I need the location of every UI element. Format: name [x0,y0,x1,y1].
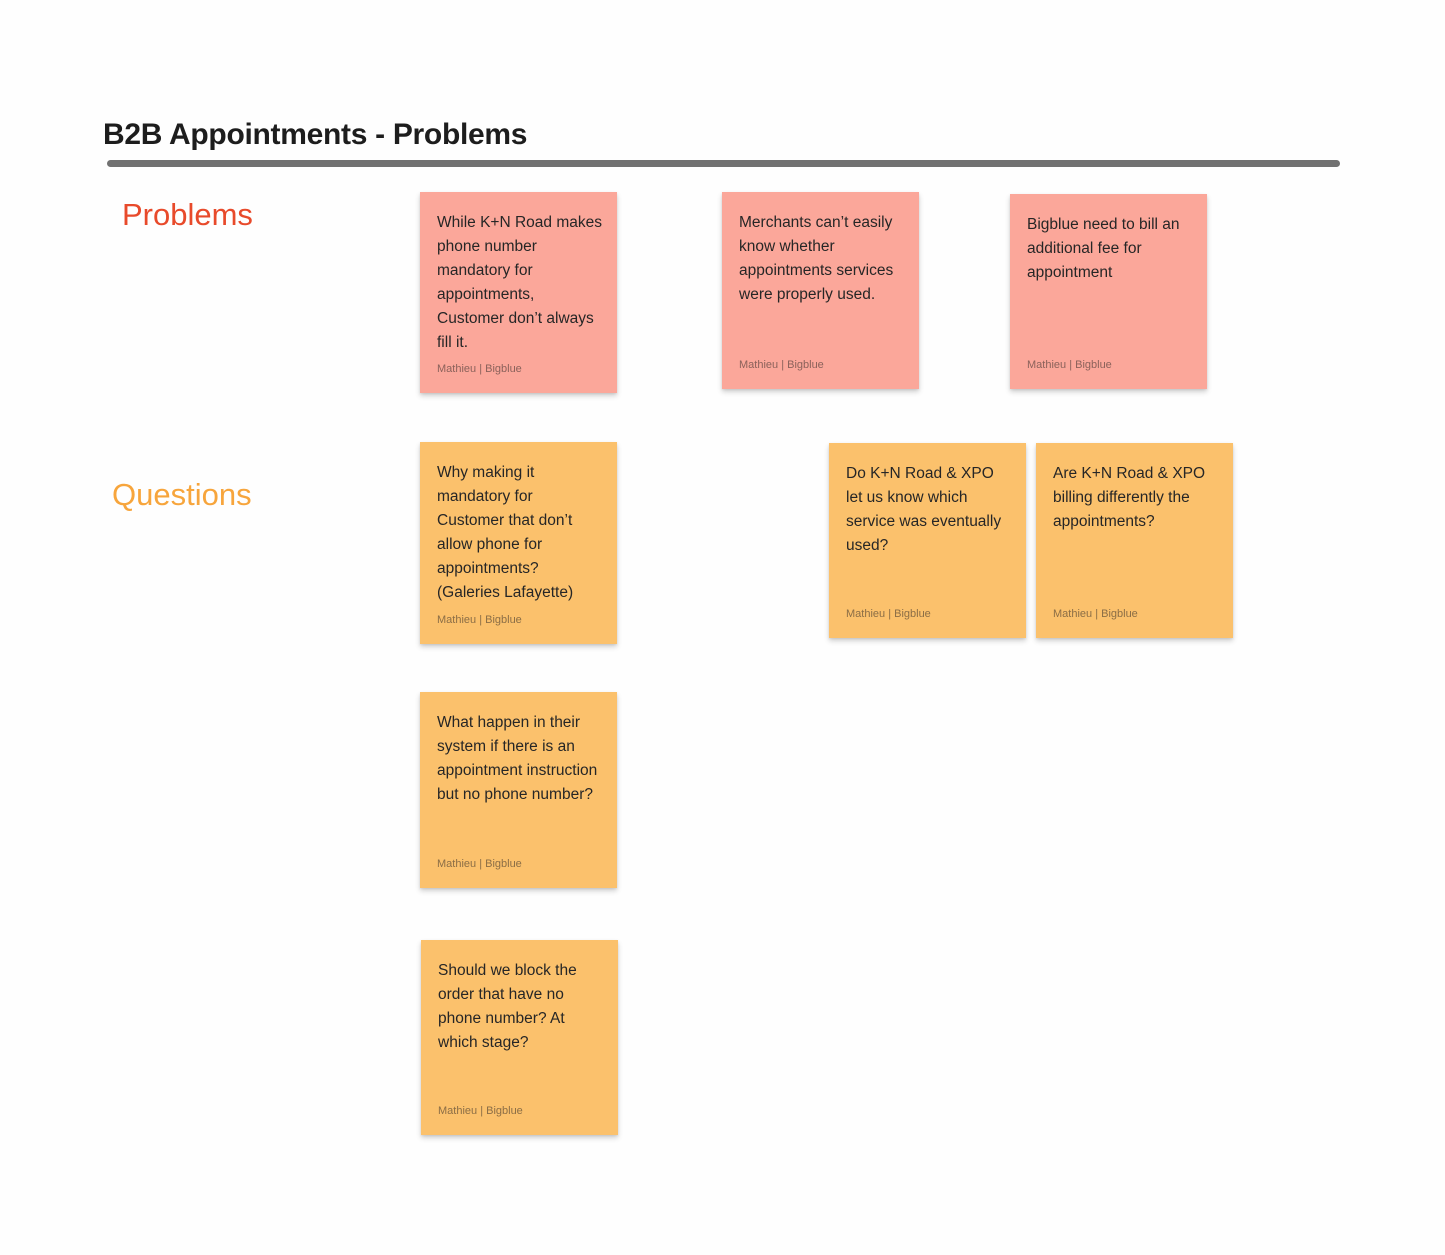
sticky-note-question-1[interactable]: Why making it mandatory for Customer tha… [420,442,617,644]
sticky-note-author: Mathieu | Bigblue [1053,608,1138,620]
section-label-questions: Questions [112,477,252,512]
sticky-note-text: What happen in their system if there is … [437,714,598,803]
sticky-note-question-2[interactable]: Do K+N Road & XPO let us know which serv… [829,443,1026,638]
sticky-note-text: Are K+N Road & XPO billing differently t… [1053,465,1206,530]
section-divider-line [107,160,1340,167]
sticky-note-problem-2[interactable]: Merchants can’t easily know whether appo… [722,192,919,389]
sticky-note-author: Mathieu | Bigblue [1027,359,1112,371]
sticky-note-problem-1[interactable]: While K+N Road makes phone number mandat… [420,192,617,393]
sticky-note-text: Bigblue need to bill an additional fee f… [1027,216,1180,281]
sticky-note-author: Mathieu | Bigblue [437,614,522,626]
sticky-note-author: Mathieu | Bigblue [846,608,931,620]
sticky-note-text: While K+N Road makes phone number mandat… [437,214,602,351]
sticky-note-author: Mathieu | Bigblue [438,1105,523,1117]
sticky-note-author: Mathieu | Bigblue [437,363,522,375]
sticky-note-author: Mathieu | Bigblue [739,359,824,371]
sticky-note-text: Why making it mandatory for Customer tha… [437,464,574,601]
sticky-note-question-5[interactable]: Should we block the order that have no p… [421,940,618,1135]
section-label-problems: Problems [122,197,253,232]
sticky-note-text: Should we block the order that have no p… [438,962,577,1051]
sticky-note-author: Mathieu | Bigblue [437,858,522,870]
sticky-note-text: Merchants can’t easily know whether appo… [739,214,894,303]
sticky-note-problem-3[interactable]: Bigblue need to bill an additional fee f… [1010,194,1207,389]
sticky-note-question-4[interactable]: What happen in their system if there is … [420,692,617,888]
page-title: B2B Appointments - Problems [103,118,528,152]
sticky-note-question-3[interactable]: Are K+N Road & XPO billing differently t… [1036,443,1233,638]
sticky-note-text: Do K+N Road & XPO let us know which serv… [846,465,1002,554]
